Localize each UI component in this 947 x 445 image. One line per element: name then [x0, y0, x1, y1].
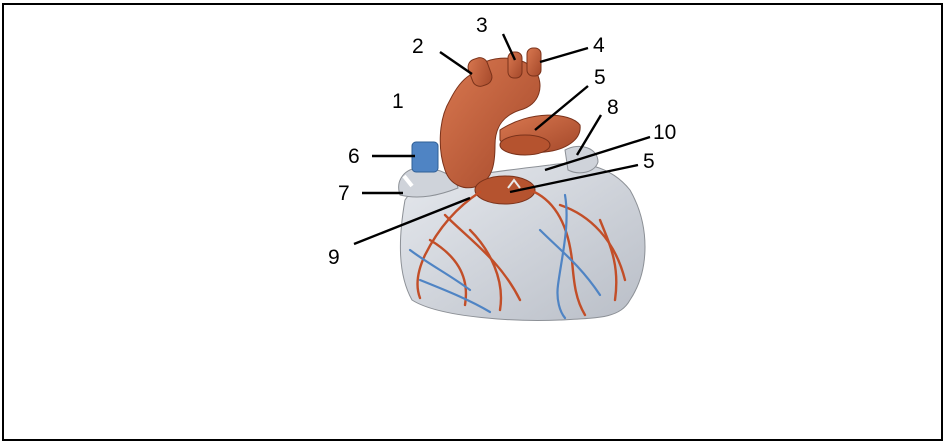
callout-10: 10 — [653, 121, 676, 144]
aortic-root — [475, 176, 535, 204]
callout-3: 3 — [476, 14, 488, 37]
callout-6: 6 — [348, 145, 360, 168]
callout-4: 4 — [593, 34, 605, 57]
callout-2: 2 — [412, 35, 424, 58]
callout-8: 8 — [607, 96, 619, 119]
callout-9: 9 — [328, 246, 340, 269]
callout-5-upper: 5 — [594, 66, 606, 89]
left-common-carotid — [508, 52, 522, 78]
pulmonary-opening — [500, 135, 550, 155]
callout-1: 1 — [392, 90, 404, 113]
callout-7: 7 — [338, 182, 350, 205]
superior-vena-cava — [412, 142, 438, 172]
left-subclavian — [527, 48, 541, 76]
callout-5-lower: 5 — [643, 150, 655, 173]
